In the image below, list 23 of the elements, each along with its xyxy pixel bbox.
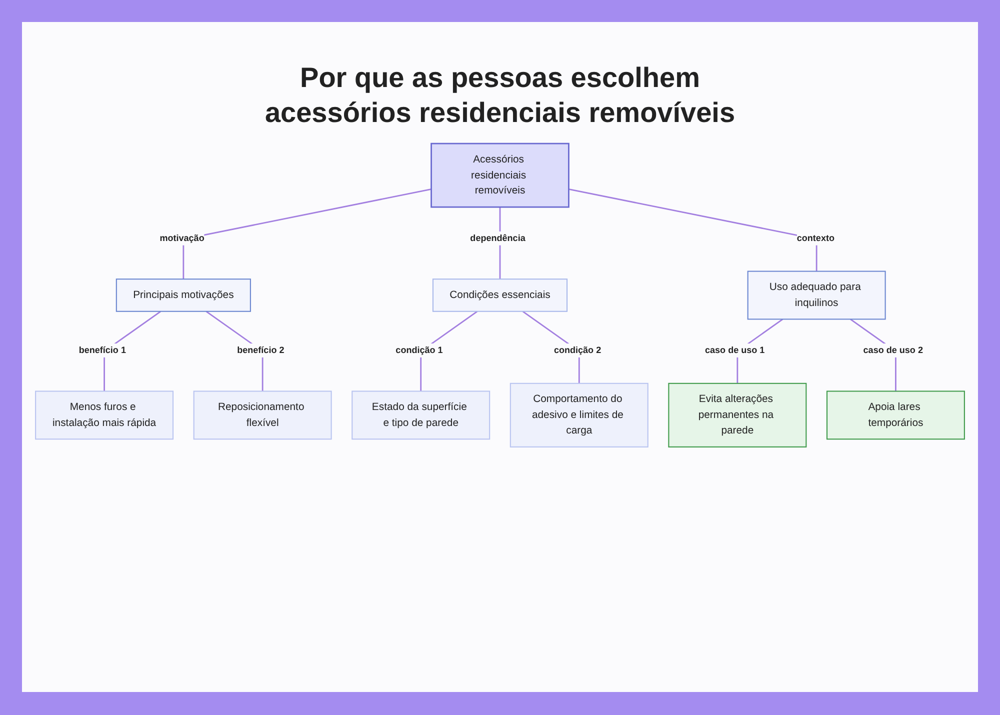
node-box bbox=[747, 270, 886, 320]
edge-label: contexto bbox=[796, 232, 834, 244]
node-box bbox=[668, 382, 807, 448]
edge-label: condição 2 bbox=[554, 344, 602, 356]
node-box bbox=[510, 382, 648, 448]
edge-label: benefício 2 bbox=[237, 344, 284, 356]
node-box bbox=[430, 142, 570, 208]
connector bbox=[182, 188, 432, 280]
diagram-title: Por que as pessoas escolhem acessórios residenciais removíveis bbox=[264, 61, 736, 130]
card-background: Por que as pessoas escolhem acessórios residenciais removíveis motivação dependência contexto benefício 1 benefício 2 condição 1 condição 2 caso de uso 1 caso de uso 2 Acessórios residenciais removíveis Principais motivações Condições essenciais Uso adequado para inquilinos Menos furos e instalação mais rápida Reposicionamento flexível Estado da superfície e tipo de parede Comportamento do adesivo e limites de carga Evita alterações permanentes na parede Apoia lares temporários bbox=[22, 22, 978, 692]
connector bbox=[568, 188, 818, 272]
node-box bbox=[116, 278, 251, 312]
edge-label: caso de uso 2 bbox=[863, 344, 923, 356]
node-box bbox=[352, 390, 490, 440]
edge-label: condição 1 bbox=[396, 344, 443, 356]
node-box bbox=[826, 390, 965, 440]
node-box bbox=[432, 278, 568, 312]
edge-label: dependência bbox=[470, 232, 526, 244]
edge-label: benefício 1 bbox=[78, 344, 126, 356]
edge-label: motivação bbox=[160, 232, 204, 244]
node-box bbox=[193, 390, 332, 440]
edge-label: caso de uso 1 bbox=[705, 344, 765, 356]
node-box bbox=[35, 390, 174, 440]
